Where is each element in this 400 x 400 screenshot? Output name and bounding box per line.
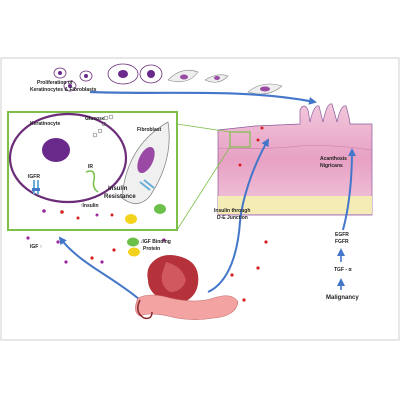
ir-label: IR (88, 164, 93, 170)
igf-binding-protein-yellow-icon (125, 214, 137, 224)
tgf-label: TGF - α (334, 267, 352, 273)
fibroblast-nucleus (137, 146, 155, 174)
insulin-to-skin-arrow (207, 138, 269, 293)
pancreas-organ-icon (135, 255, 239, 320)
binding-protein-yellow-icon (128, 247, 140, 257)
circulating-molecules (26, 236, 268, 302)
fibroblast-label: Fibroblast (137, 127, 162, 133)
glucose-molecules-icon (92, 114, 114, 138)
insulin-through-label-line1: Insulin through (214, 208, 250, 214)
proliferating-cells (53, 63, 283, 95)
insulin-up-label: ↑Insulin (80, 203, 99, 209)
skin-section (217, 103, 373, 216)
cell-small-3 (79, 70, 93, 82)
malignancy-label: Malignancy (326, 295, 359, 301)
pancreas-to-cells-arrow (58, 236, 141, 301)
igf-binding-label-line2: Protein (143, 246, 160, 252)
igfr-label: IGFR (28, 174, 40, 180)
igfr-receptor-icon (32, 180, 40, 194)
binding-protein-green-icon (127, 237, 139, 247)
fibroblast-cell-1 (167, 69, 199, 83)
igf-up-label: IGF ↑ (30, 244, 42, 250)
cell-small-2 (63, 80, 77, 92)
insulin-through-label-line2: D-E Junction (217, 215, 248, 221)
insulin-resistance-label-line2: Resistance (104, 194, 136, 200)
inset-molecules (42, 204, 166, 224)
epidermis-layer (217, 103, 373, 216)
keratinocyte-nucleus (42, 138, 70, 162)
insulin-resistance-label-line1: Insulin (108, 186, 128, 192)
fibroblast-receptor-icon (139, 179, 155, 191)
glucose-label: Glucose (85, 116, 105, 122)
keratinocyte-cell-2 (139, 64, 163, 84)
fibroblast-cell-3 (247, 83, 283, 95)
proliferation-label-line1: Proliferation of (37, 80, 73, 86)
ir-receptor-icon (85, 170, 99, 193)
proliferation-label-line2: Keratinocytes & Fibroblasts (30, 87, 97, 93)
egfr-to-skin-arrow (342, 148, 356, 231)
keratinocyte-cell-1 (107, 63, 139, 85)
fibroblast-cell-2 (204, 74, 229, 83)
igf-binding-label-line1: ↓IGF Binding (140, 239, 171, 245)
proliferation-to-skin-arrow (89, 90, 317, 105)
keratinocyte-membrane (8, 112, 128, 204)
acanthosis-label-line1: Acanthosis (320, 156, 347, 162)
acanthosis-label-line2: Nigricans (320, 163, 343, 169)
subcutaneous-layer (218, 196, 372, 214)
egfr-label: EGFR (335, 232, 349, 238)
igf-binding-protein-green-icon (154, 204, 166, 214)
keratinocyte-large (8, 112, 128, 204)
dermal-epidermal-junction (217, 145, 373, 151)
fgfr-label: FGFR (335, 239, 349, 245)
cell-small-1 (53, 67, 67, 79)
fibroblast-large (121, 121, 170, 204)
keratinocyte-label: Keratinocyte (30, 121, 61, 127)
